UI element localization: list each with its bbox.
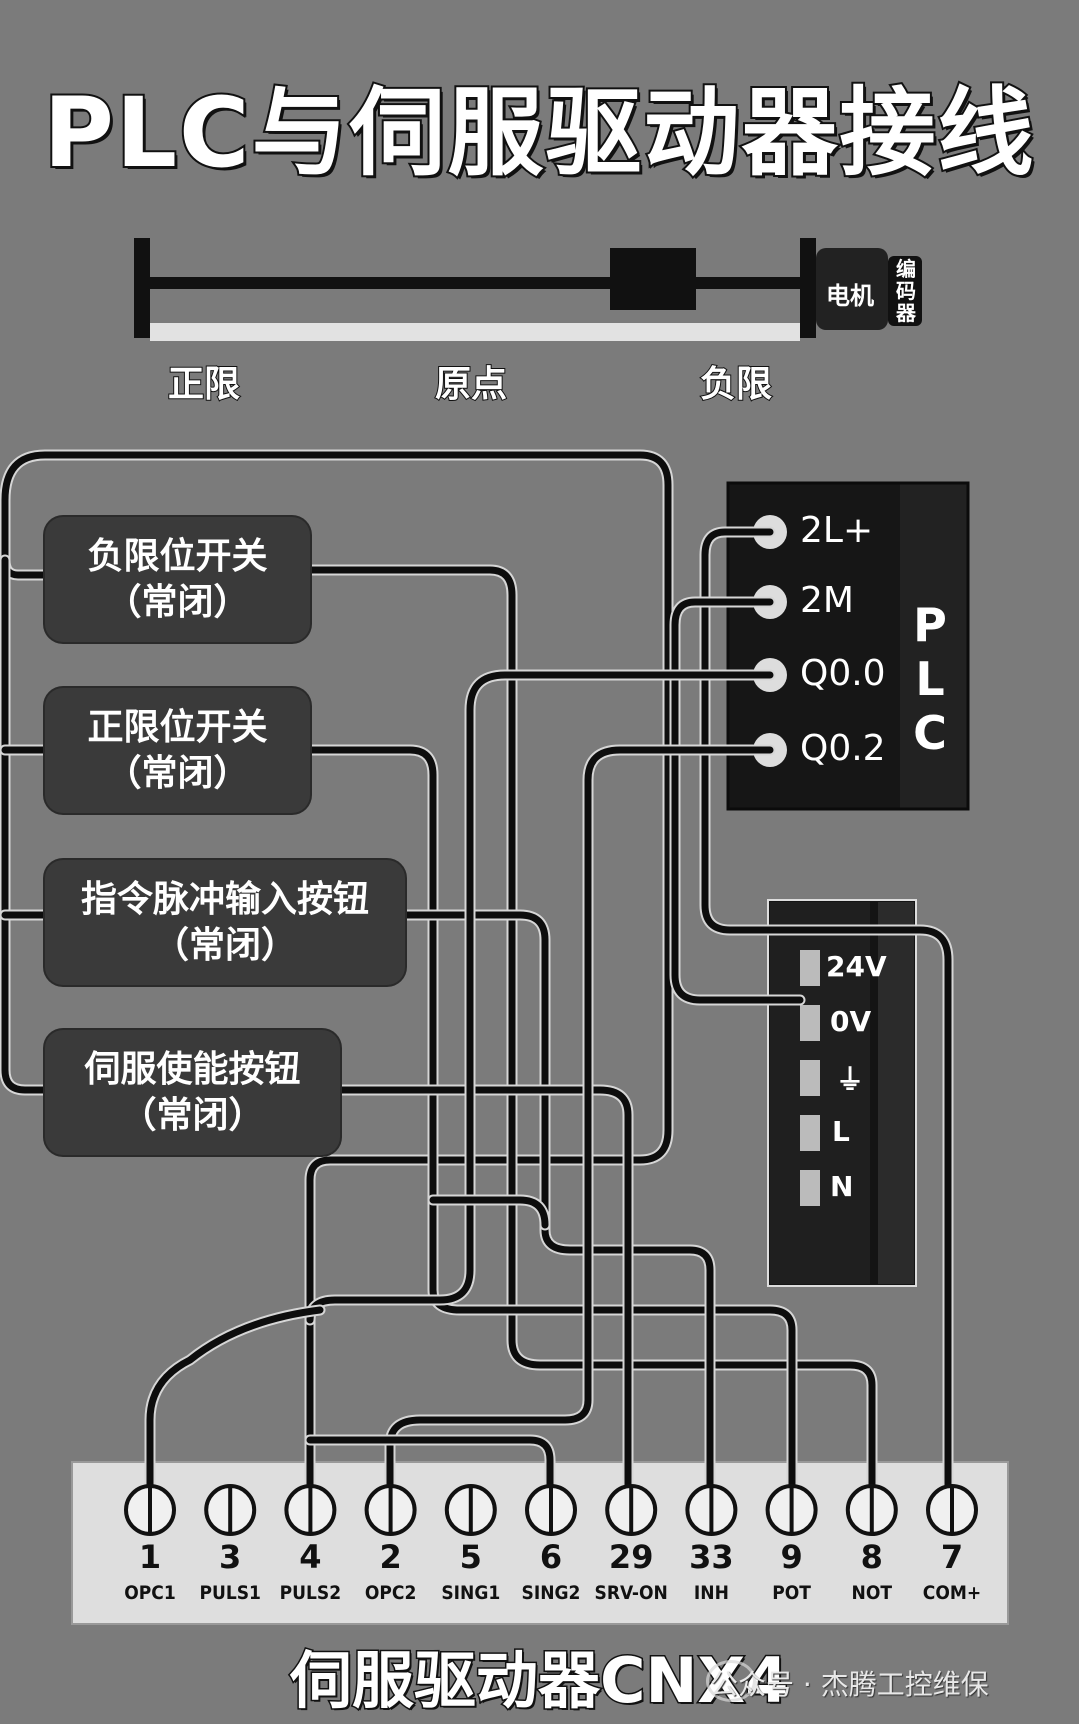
encoder-body [888, 256, 922, 326]
psu-terminal-ground: ⏚ [836, 1063, 865, 1096]
cnx4-pin-name: POT [772, 1582, 811, 1604]
wire [429, 1196, 549, 1229]
psu-terminal-0v: 0V [830, 1005, 872, 1038]
negative-limit-switch-name: 负限位开关 [87, 535, 268, 577]
watermark: 公众号 · 杰腾工控维保 [710, 1668, 989, 1701]
rail-left-stop [134, 238, 150, 338]
encoder-label-text: 编码器 [896, 257, 916, 325]
plc-terminal-q00: Q0.0 [800, 653, 886, 694]
wire [306, 566, 876, 1506]
rail-base [150, 323, 800, 341]
negative-limit-switch-type: （常闭） [105, 581, 250, 623]
plc-terminal-q02: Q0.2 [800, 728, 886, 769]
servo-enable-button: 伺服使能按钮 （常闭） [45, 1030, 340, 1155]
cnx4-pin-number: 8 [860, 1538, 883, 1576]
psu-terminal-n: N [830, 1170, 854, 1203]
command-pulse-button-type: （常闭） [152, 924, 297, 966]
cnx4-pin-name: SING2 [521, 1582, 581, 1604]
psu-terminal-24v: 24V [826, 950, 887, 983]
rail-right-stop [800, 238, 816, 338]
cnx4-pin-name: NOT [851, 1582, 893, 1604]
cnx4-pin-name: PULS2 [279, 1582, 342, 1604]
rail-label-negative-limit: 负限 [699, 363, 773, 406]
cnx4-pin-number: 33 [689, 1538, 734, 1576]
wire [306, 1436, 554, 1506]
cnx4-pin-number: 7 [940, 1538, 964, 1576]
wire [336, 1086, 632, 1506]
cnx4-pin-name: COM+ [922, 1582, 982, 1604]
power-supply [767, 899, 917, 1287]
cnx4-pin-number: 1 [138, 1538, 162, 1576]
positive-limit-switch-name: 正限位开关 [87, 706, 268, 748]
wire [671, 598, 804, 1004]
plc-label-p: P [913, 598, 947, 652]
wire [401, 911, 714, 1506]
page-title: PLC与伺服驱动器接线 [42, 75, 1036, 191]
wire [146, 1306, 324, 1506]
cnx4-pin-name: OPC2 [364, 1582, 417, 1604]
wire [1, 556, 54, 1094]
cnx4-pin-number: 5 [459, 1538, 482, 1576]
plc-terminal-2m: 2M [800, 580, 854, 621]
plc-terminal-2l-plus: 2L+ [800, 510, 874, 551]
cnx4-pin-name: INH [693, 1582, 729, 1604]
cnx4-pin-name: SING1 [441, 1582, 501, 1604]
cnx4-pin-number: 29 [608, 1538, 654, 1576]
positive-limit-switch: 正限位开关 （常闭） [45, 688, 310, 813]
cnx4-pin-name: OPC1 [124, 1582, 176, 1604]
servo-enable-button-type: （常闭） [120, 1094, 265, 1136]
positive-limit-switch-type: （常闭） [105, 752, 250, 794]
wire [386, 746, 774, 1506]
negative-limit-switch: 负限位开关 （常闭） [45, 517, 310, 642]
servo-enable-button-name: 伺服使能按钮 [84, 1048, 301, 1090]
motor-label: 电机 [826, 282, 874, 310]
cnx4-pin-number: 3 [219, 1538, 242, 1576]
motor-body [816, 248, 888, 330]
psu-terminal-l: L [832, 1115, 850, 1148]
cnx4-pin-number: 2 [379, 1538, 402, 1576]
plc-label-l: L [915, 652, 945, 706]
linear-rail [134, 238, 922, 341]
cnx4-pin-number: 4 [299, 1538, 322, 1576]
rail-label-origin: 原点 [434, 363, 508, 406]
cnx4-pin-number: 9 [780, 1538, 803, 1576]
wires [0, 449, 954, 1508]
encoder-label: 编码器 [893, 258, 919, 324]
plc-label-c: C [913, 706, 947, 760]
command-pulse-button: 指令脉冲输入按钮 （常闭） [45, 860, 405, 985]
wechat-icon [706, 1660, 756, 1702]
rail-label-positive-limit: 正限 [167, 363, 241, 406]
wire [701, 528, 952, 1506]
cnx4-pin-name: PULS1 [199, 1582, 261, 1604]
cnx4-pin-number: 6 [539, 1538, 563, 1576]
wire [306, 671, 774, 1324]
command-pulse-button-name: 指令脉冲输入按钮 [80, 878, 369, 920]
cnx4-pin-name: SRV-ON [594, 1582, 668, 1604]
rail-slider [610, 248, 696, 310]
